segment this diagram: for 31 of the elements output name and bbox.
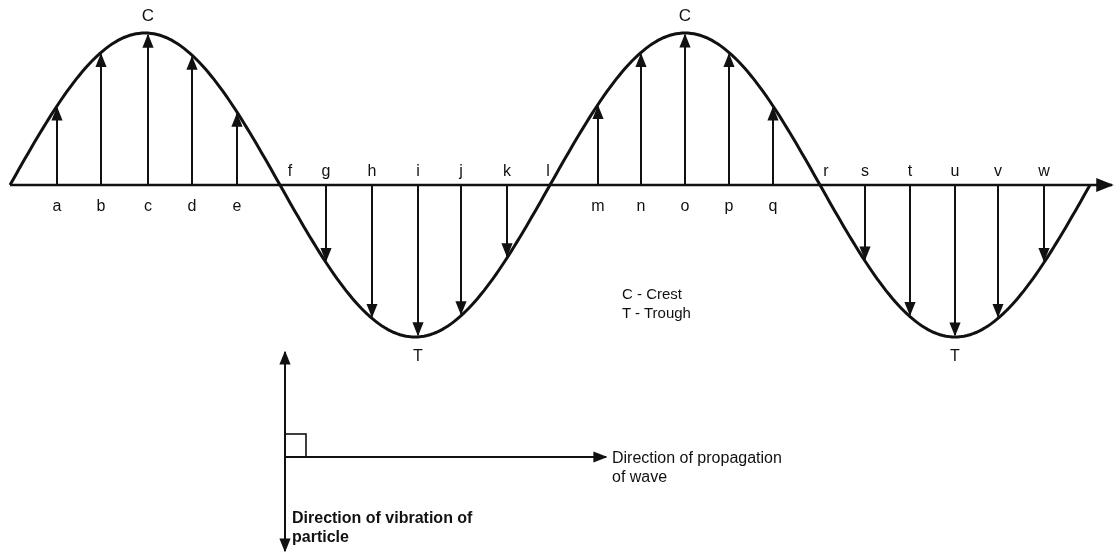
- point-label: p: [724, 196, 734, 216]
- point-label: d: [187, 196, 197, 216]
- point-label: h: [367, 161, 377, 181]
- point-label: l: [546, 161, 550, 181]
- point-label: e: [232, 196, 242, 216]
- point-label: w: [1038, 161, 1050, 181]
- point-label: j: [459, 161, 463, 181]
- key-text: T - Trough: [622, 304, 691, 322]
- direction-label: Direction of vibration of particle: [292, 508, 474, 547]
- point-label: o: [680, 196, 690, 216]
- crest-label: C: [678, 6, 692, 27]
- direction-label: Direction of propagation of wave: [612, 448, 783, 487]
- point-label: t: [907, 161, 913, 181]
- point-label: r: [823, 161, 829, 181]
- key-text: C - Crest: [622, 285, 682, 303]
- point-label: i: [416, 161, 420, 181]
- trough-label: T: [950, 346, 960, 366]
- point-label: s: [861, 161, 869, 181]
- point-label: n: [636, 196, 646, 216]
- point-label: c: [144, 196, 152, 216]
- crest-label: C: [141, 6, 155, 27]
- point-label: k: [503, 161, 511, 181]
- point-label: m: [591, 196, 605, 216]
- point-label: v: [994, 161, 1002, 181]
- point-label: b: [96, 196, 106, 216]
- point-label: a: [52, 196, 62, 216]
- point-label: f: [287, 161, 293, 181]
- point-label: q: [768, 196, 778, 216]
- point-label: u: [950, 161, 960, 181]
- point-label: g: [321, 161, 331, 181]
- trough-label: T: [413, 346, 423, 366]
